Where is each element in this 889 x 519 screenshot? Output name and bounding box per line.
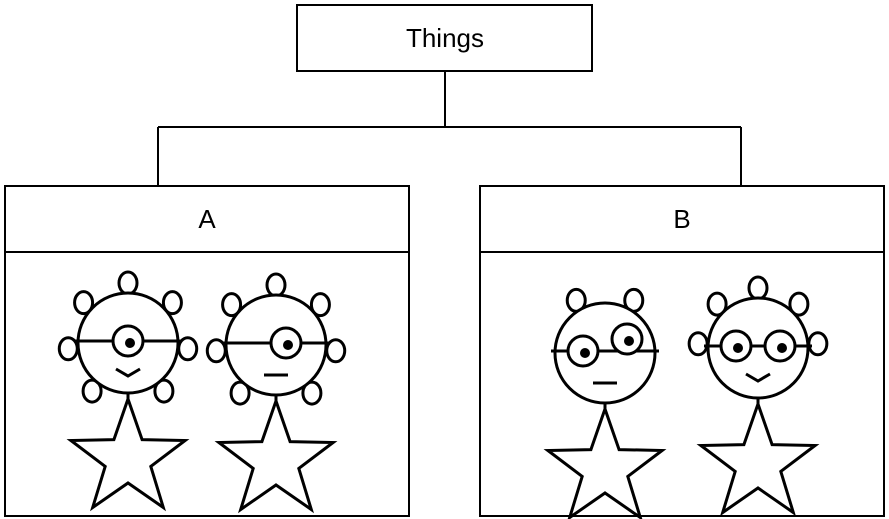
star-body xyxy=(696,399,820,517)
hair-curl xyxy=(221,292,243,318)
group-b-label: B xyxy=(673,204,690,234)
pupil xyxy=(733,343,743,353)
hair-curl xyxy=(153,378,175,404)
hair-curl xyxy=(265,272,287,298)
mouth-smile xyxy=(745,372,771,383)
stick-figure xyxy=(687,275,829,517)
star-body xyxy=(214,396,338,514)
pupil xyxy=(624,336,634,346)
figures-layer xyxy=(57,270,829,519)
stick-figure xyxy=(205,272,347,514)
hair-curl xyxy=(301,380,323,406)
stick-figure xyxy=(543,287,667,519)
hair-curl xyxy=(81,378,103,404)
hair-curl xyxy=(117,270,139,296)
hair-curl xyxy=(807,331,829,357)
star-body xyxy=(543,404,667,519)
pupil xyxy=(283,340,293,350)
hair-curl xyxy=(161,290,183,316)
pupil xyxy=(777,343,787,353)
hair-curl xyxy=(229,380,251,406)
root-label: Things xyxy=(406,23,484,53)
group-a-label: A xyxy=(198,204,216,234)
star-body xyxy=(66,394,190,512)
hair-curl xyxy=(747,275,769,301)
hair-curl xyxy=(687,331,709,357)
hair-curl xyxy=(73,290,95,316)
group-a-box xyxy=(4,185,410,517)
hair-curl xyxy=(706,291,728,317)
group-b-box xyxy=(479,185,885,517)
hair-curl xyxy=(788,291,810,317)
mouth-smile xyxy=(115,367,141,378)
pupil xyxy=(125,338,135,348)
hair-curl xyxy=(309,292,331,318)
stick-figure xyxy=(57,270,199,512)
pupil xyxy=(580,348,590,358)
